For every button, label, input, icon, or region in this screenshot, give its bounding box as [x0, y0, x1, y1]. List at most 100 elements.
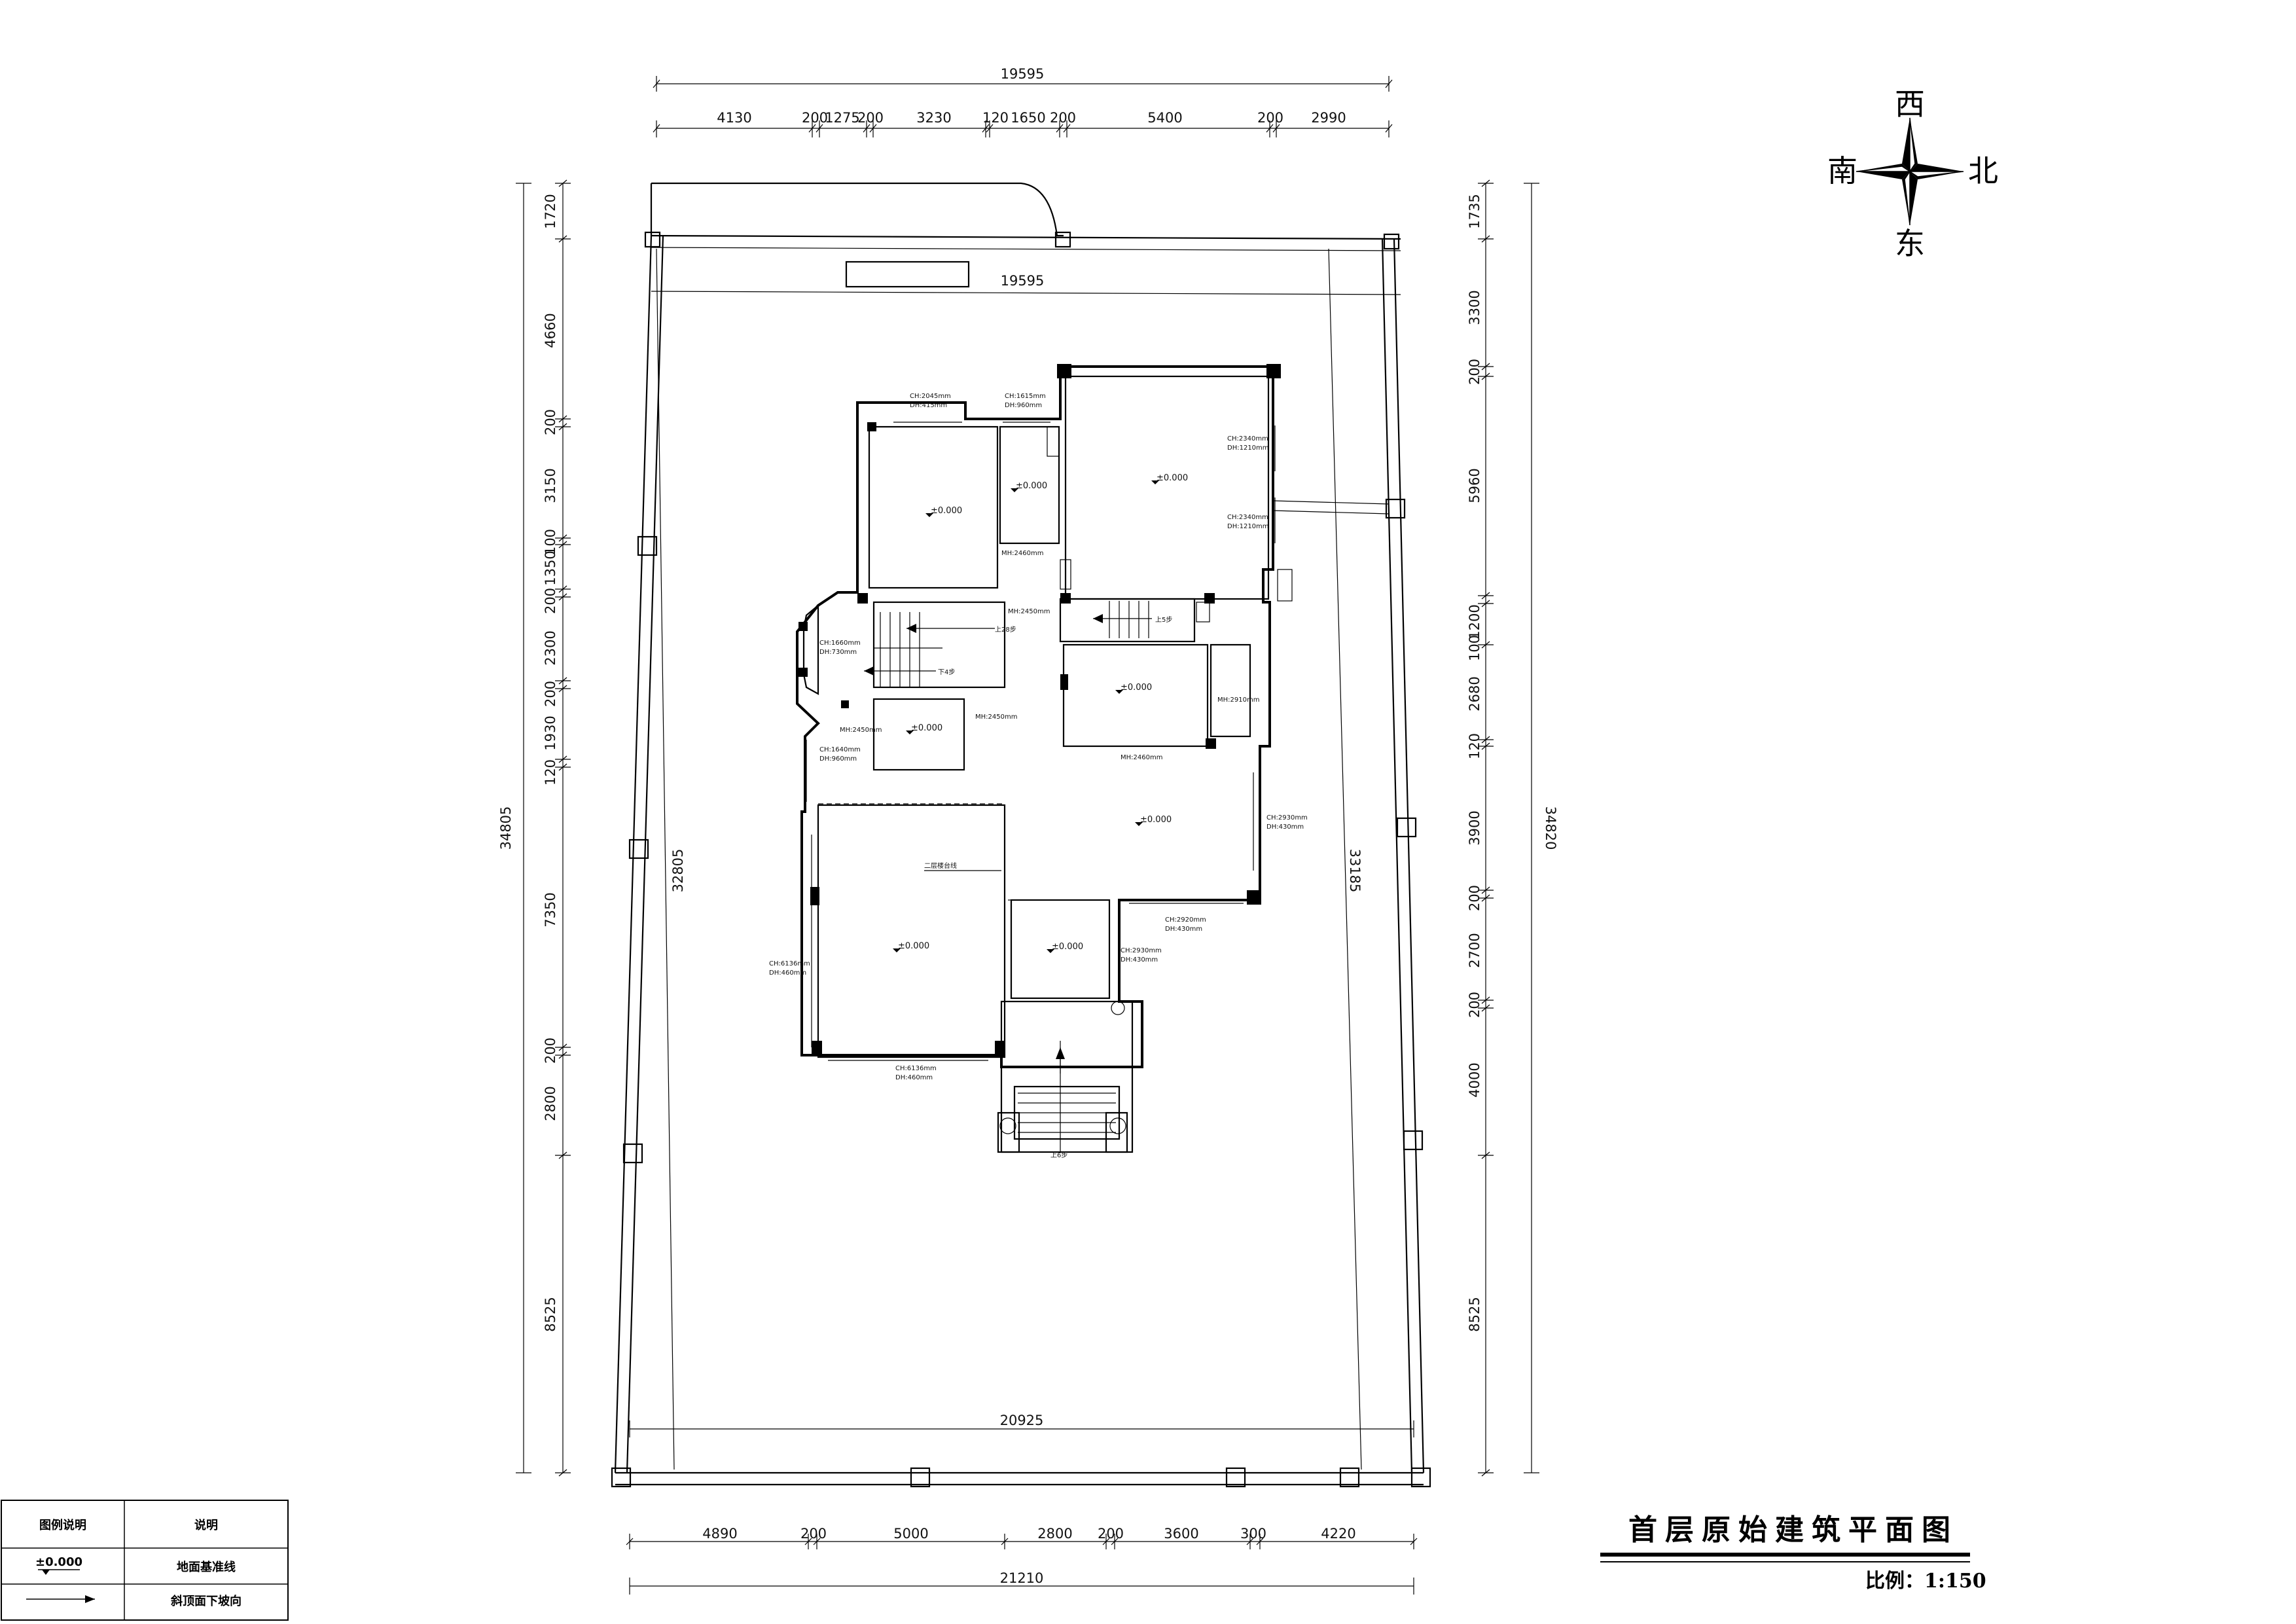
- dimension-tick: [863, 124, 870, 133]
- dim-left-5: 1350: [543, 550, 558, 585]
- ann-mh-2460b: MH:2460mm: [1121, 754, 1162, 761]
- ann-up-6: 上6步: [1050, 1151, 1067, 1159]
- dim-bottom-6: 300: [1240, 1526, 1266, 1542]
- dim-right-total: 34820: [1543, 806, 1558, 850]
- right-stair: [1059, 598, 1196, 643]
- dim-right-4: 1200: [1467, 604, 1482, 639]
- title-block: 首层原始建筑平面图 比例：1:150: [1600, 1513, 1986, 1593]
- dim-left-3: 3150: [543, 468, 558, 503]
- dimension-tick: [558, 415, 567, 423]
- ann-up-28: 上28步: [995, 626, 1016, 634]
- ann-ch-2920: CH:2920mm: [1165, 916, 1206, 924]
- dimension-tick: [1481, 363, 1490, 370]
- dim-left-6: 200: [543, 588, 558, 614]
- ann-ch-2340b: CH:2340mm: [1227, 514, 1268, 521]
- ann-dh-430a: DH:430mm: [1266, 823, 1304, 831]
- dimension-tick: [558, 1151, 567, 1159]
- dimension-tick: [558, 534, 567, 542]
- dimension-tick: [816, 124, 823, 133]
- dimension-tick: [986, 124, 994, 133]
- dimension-tick: [813, 1538, 821, 1545]
- dim-left-10: 120: [543, 759, 558, 785]
- ann-dh-1210a: DH:1210mm: [1227, 444, 1269, 452]
- entry-steps: [997, 1000, 1134, 1153]
- level-mark-4: ±0.000: [1121, 683, 1152, 693]
- ann-dh-460b: DH:460mm: [895, 1074, 933, 1081]
- dim-left-7: 2300: [543, 630, 558, 665]
- dim-top-1: 200: [802, 110, 828, 126]
- compass-west: 西: [1895, 86, 1925, 122]
- top-dimension-lines: 19595 4130 200 1275 200 3230 120 1650 20…: [653, 66, 1393, 137]
- left-dimension-lines: 34805 1720 4660 200 3150 100 1350 200 23…: [498, 179, 571, 1477]
- level-mark-6: ±0.000: [1140, 815, 1172, 825]
- dim-top-5: 120: [982, 110, 1009, 126]
- ann-ch-6136b: CH:6136mm: [895, 1065, 937, 1072]
- dimension-tick: [558, 1469, 567, 1477]
- dim-left-total: 34805: [498, 806, 514, 850]
- ann-dh-430c: DH:430mm: [1121, 956, 1158, 964]
- compass-east: 东: [1895, 226, 1925, 261]
- legend-header-symbol: 图例说明: [39, 1518, 86, 1532]
- dimension-tick: [1481, 1151, 1490, 1159]
- dimension-tick: [1266, 124, 1274, 133]
- dim-right-13: 8525: [1467, 1297, 1482, 1331]
- dimension-tick: [1481, 600, 1490, 607]
- compass-south: 南: [1827, 153, 1857, 189]
- ann-dh-960: DH:960mm: [1005, 402, 1042, 409]
- dim-bottom-total: 21210: [1000, 1570, 1044, 1586]
- level-mark-8: ±0.000: [1052, 942, 1083, 952]
- ann-up-5: 上5步: [1155, 616, 1172, 624]
- dimension-tick: [558, 585, 567, 593]
- dim-top-8: 5400: [1147, 110, 1182, 126]
- dim-left-11: 7350: [543, 892, 558, 927]
- legend-header-desc: 说明: [194, 1518, 218, 1532]
- dim-inner-bottom: 20925: [1000, 1413, 1044, 1428]
- dimension-tick: [1481, 1004, 1490, 1012]
- dim-top-6: 1650: [1011, 110, 1045, 126]
- dimension-tick: [1481, 641, 1490, 649]
- ann-mh-2910: MH:2910mm: [1217, 696, 1259, 704]
- dim-right-1: 3300: [1467, 290, 1482, 325]
- column-blocks: [798, 364, 1281, 1056]
- dimension-tick: [1001, 1538, 1009, 1545]
- dimension-tick: [804, 1538, 812, 1545]
- drawing-scale: 比例：1:150: [1865, 1570, 1986, 1593]
- level-mark-1: ±0.000: [931, 506, 962, 516]
- dimension-tick: [558, 179, 567, 187]
- ann-mh-2460a: MH:2460mm: [1001, 550, 1043, 557]
- dimension-tick: [1481, 372, 1490, 380]
- ann-second-floor-edge: 二层楼台线: [924, 861, 957, 870]
- dimension-tick: [1385, 124, 1393, 133]
- dimension-tick: [653, 124, 660, 133]
- level-marks: ±0.000 ±0.000 ±0.000 ±0.000 ±0.000 ±0.00…: [893, 473, 1188, 953]
- ann-ch-1660: CH:1660mm: [819, 640, 861, 647]
- window-marks: [806, 422, 1293, 1061]
- dim-bottom-1: 200: [800, 1526, 827, 1542]
- dim-top-7: 200: [1050, 110, 1076, 126]
- ann-dh-430b: DH:430mm: [1165, 926, 1202, 933]
- dim-left-14: 8525: [543, 1297, 558, 1331]
- stair-treads: [874, 612, 942, 687]
- right-dimension-lines: 34820 1735 3300 200 5960 1200 100 2680 1…: [1467, 179, 1558, 1477]
- dim-bottom-5: 3600: [1164, 1526, 1198, 1542]
- dim-left-2: 200: [543, 409, 558, 435]
- level-mark-5: ±0.000: [911, 723, 942, 733]
- legend-table: 图例说明 说明 ±0.000 地面基准线 斜顶面下坡向: [1, 1500, 289, 1621]
- compass-north: 北: [1968, 153, 1998, 189]
- dim-bottom-2: 5000: [893, 1526, 928, 1542]
- dim-top-10: 2990: [1311, 110, 1346, 126]
- ann-ch-2340a: CH:2340mm: [1227, 435, 1268, 442]
- dimension-tick: [1481, 179, 1490, 187]
- opening-annotations: CH:2045mm DH:415mm CH:1615mm DH:960mm CH…: [769, 393, 1308, 1159]
- dim-right-5: 100: [1467, 635, 1482, 661]
- dim-inner-top: 19595: [1001, 273, 1045, 289]
- ann-dh-1210b: DH:1210mm: [1227, 523, 1269, 530]
- dim-left-4: 100: [543, 529, 558, 555]
- dimension-tick: [1272, 124, 1280, 133]
- dim-left-1: 4660: [543, 313, 558, 348]
- dimension-tick: [558, 541, 567, 549]
- dimension-tick: [1063, 124, 1071, 133]
- dimension-tick: [626, 1538, 634, 1545]
- dimension-tick: [558, 593, 567, 601]
